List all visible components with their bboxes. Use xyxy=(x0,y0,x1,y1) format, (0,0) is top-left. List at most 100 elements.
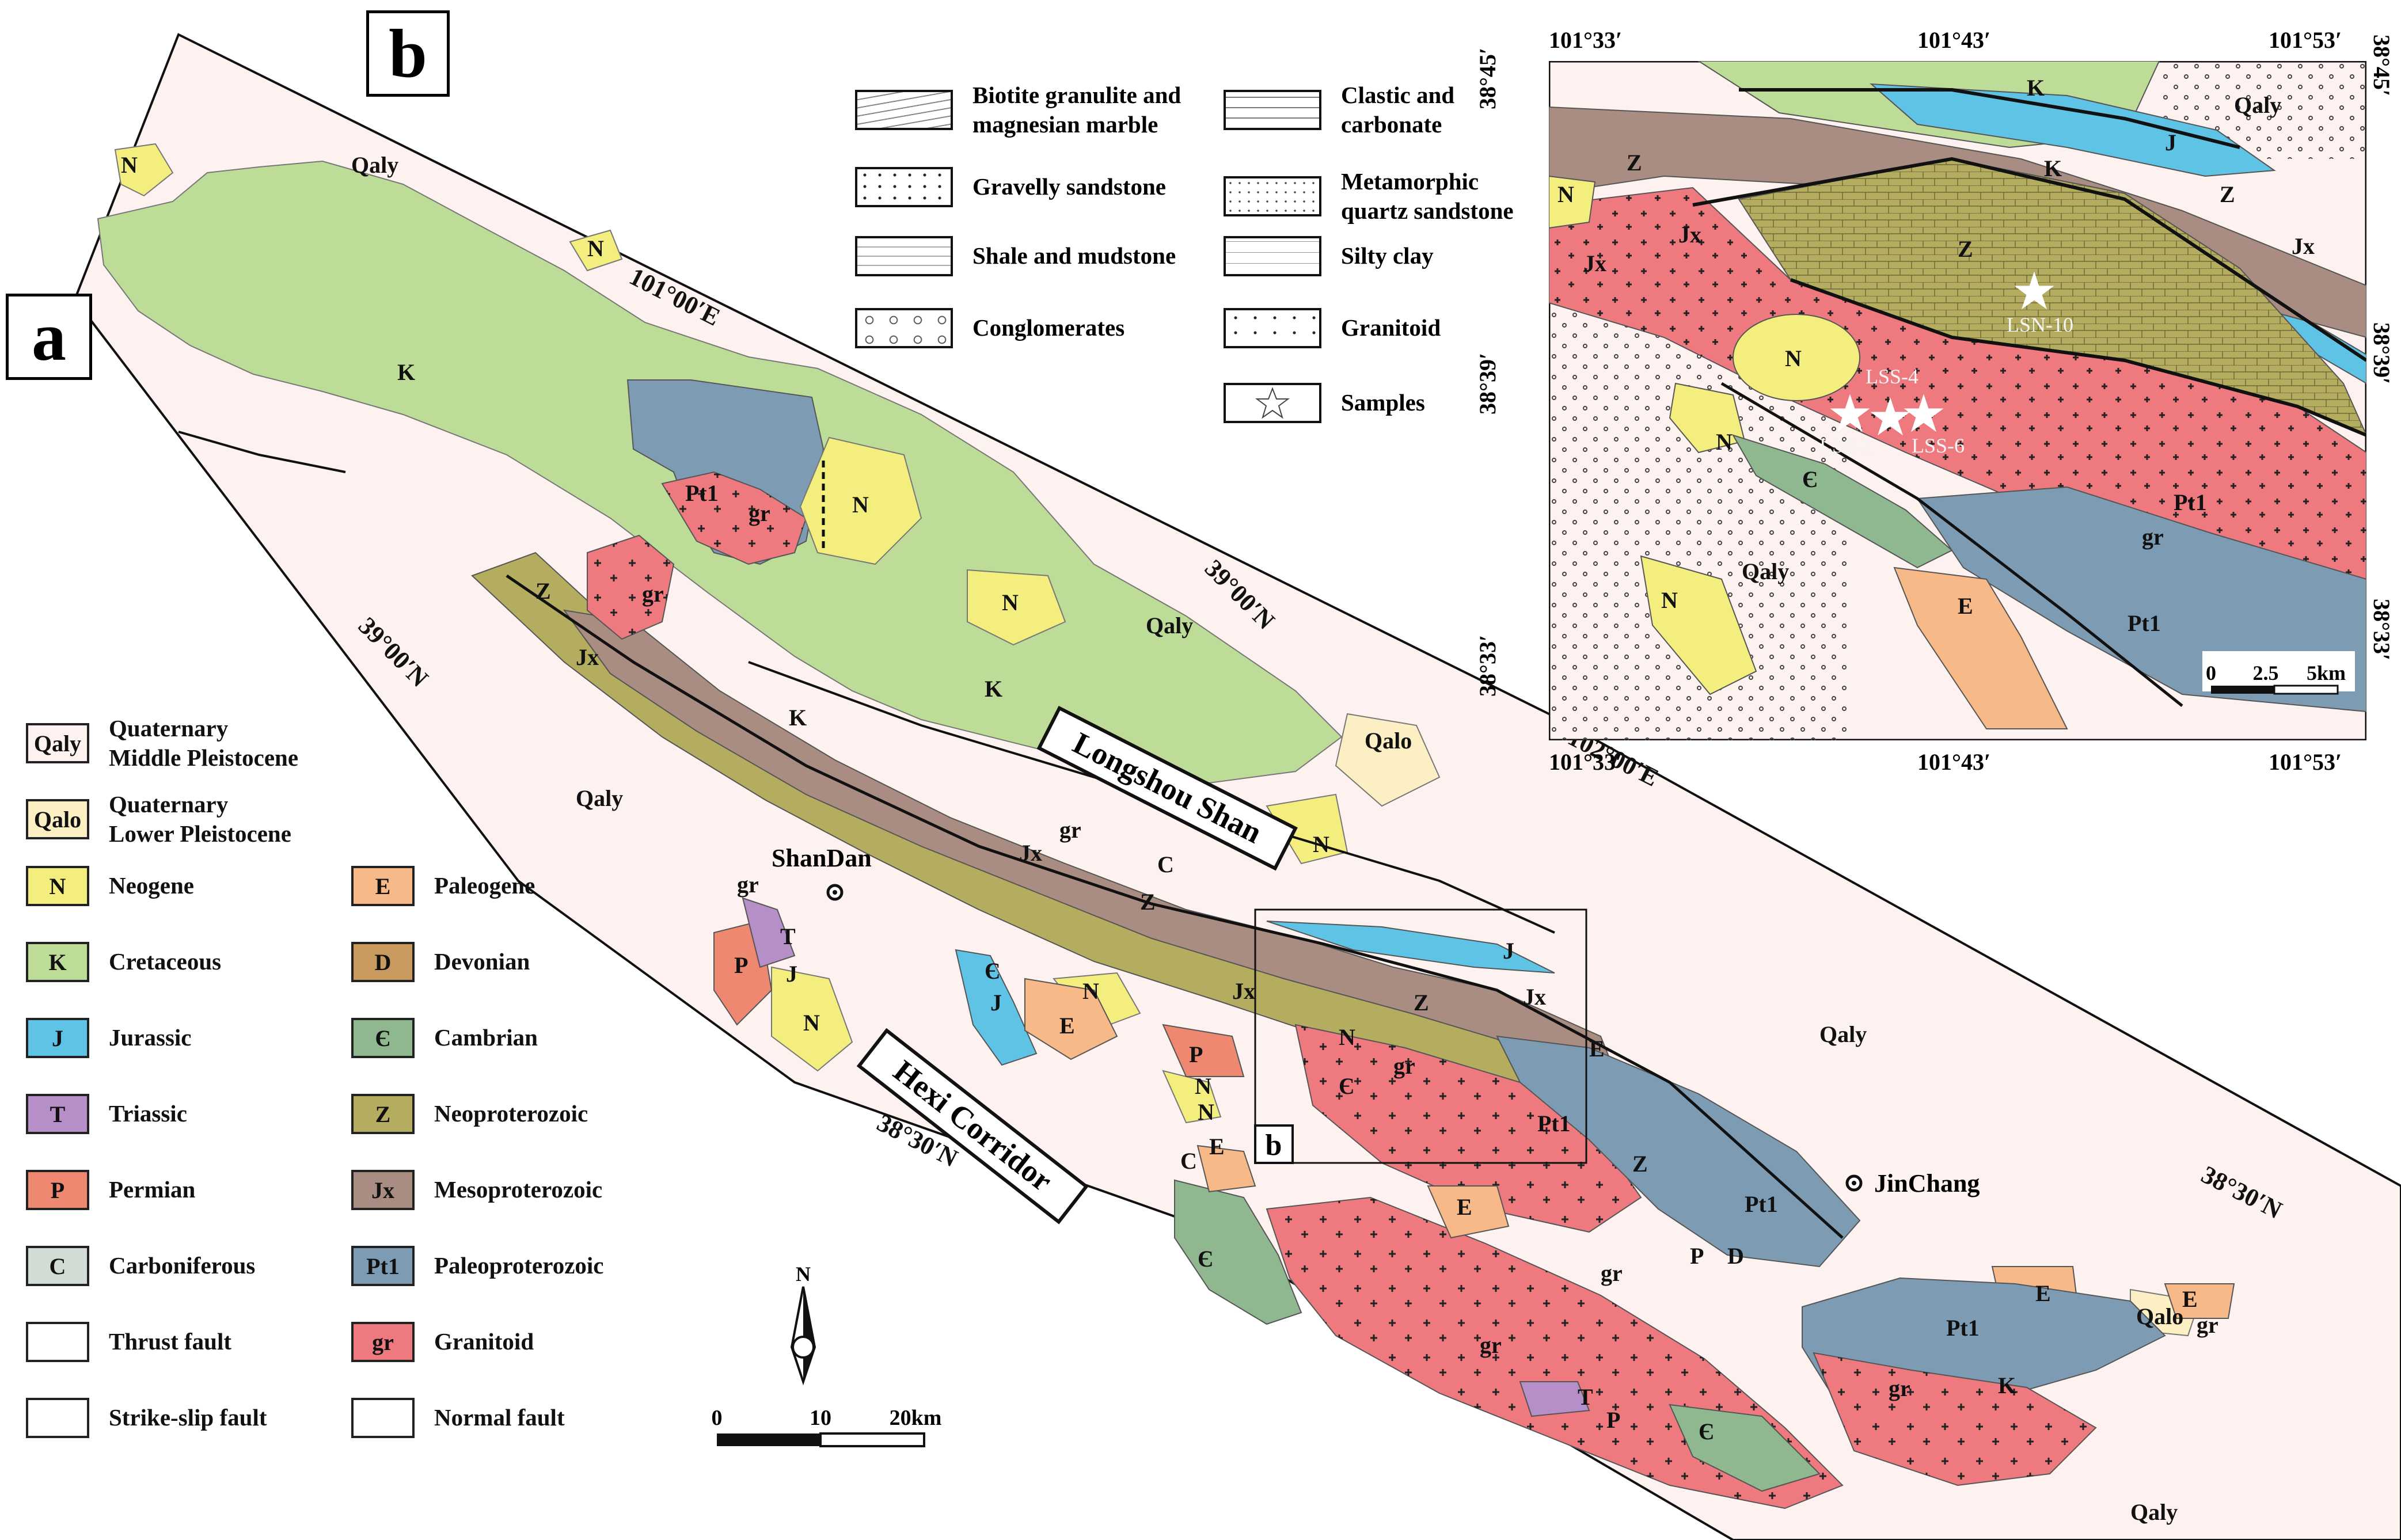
inset-bottom-lon-3: 101°53′ xyxy=(2269,749,2342,775)
unit-paleogene-5 xyxy=(1196,1144,1256,1193)
label-e-mid: E xyxy=(1059,1013,1075,1039)
inset-label-jx3: Jx xyxy=(2292,233,2315,259)
label-n-5: N xyxy=(1313,831,1329,857)
town-label-shandan: ShanDan xyxy=(772,844,872,872)
pattern-legend-label-granitoid-pat: Granitoid xyxy=(1341,314,1441,341)
legend-swatch-carboniferous: C xyxy=(26,1246,89,1286)
legend-swatch-neogene: N xyxy=(26,866,89,906)
inset-label-pt1: Pt1 xyxy=(2174,489,2207,515)
legend-label-granitoid: Granitoid xyxy=(434,1328,534,1355)
legend-label-carboniferous: Carboniferous xyxy=(109,1252,256,1279)
label-n-inbox: N xyxy=(1339,1024,1355,1050)
inset-scale-zero: 0 xyxy=(2206,661,2216,685)
pattern-legend-label-quartz: Metamorphic quartz sandstone xyxy=(1341,168,1514,225)
inset-unit-e xyxy=(1893,566,2068,729)
label-t-shandan: T xyxy=(780,923,796,949)
unit-neogene-n6 xyxy=(771,966,853,1072)
unit-triassic-1 xyxy=(742,897,796,968)
pattern-legend-label-samples: Samples xyxy=(1341,389,1425,416)
legend-swatch-thrust xyxy=(26,1322,89,1362)
unit-paleogene-4 xyxy=(2164,1283,2235,1319)
inset-thrust-2 xyxy=(1692,157,2366,362)
legend-label-cambrian: Cambrian xyxy=(434,1024,538,1051)
label-d-east: D xyxy=(1727,1243,1744,1269)
sample-star-lss4 xyxy=(1870,397,1910,436)
pattern-swatch-biotite xyxy=(855,90,953,131)
inset-label-n1: N xyxy=(1557,181,1574,207)
sample-label-lss4: LSS-4 xyxy=(1866,365,1918,388)
sample-label-lss6: LSS-6 xyxy=(1912,434,1965,457)
legend-swatch-cambrian: Є xyxy=(351,1018,415,1058)
label-p-shandan: P xyxy=(734,952,748,978)
label-e-sw: E xyxy=(1209,1134,1225,1159)
inset-scale-end: 5km xyxy=(2307,661,2346,685)
inset-label-e: E xyxy=(1958,593,1973,619)
label-gr-far-east: gr xyxy=(2197,1312,2218,1338)
inset-top-lon-3: 101°53′ xyxy=(2269,27,2342,53)
label-cm-sw: Є xyxy=(1198,1246,1213,1272)
inset-lat-right-2: 38°39′ xyxy=(2369,322,2395,385)
pattern-legend-label-clastic: Clastic and carbonate xyxy=(1341,82,1455,138)
legend-swatch-qalo: Qalo xyxy=(26,799,89,840)
inset-label-n2: N xyxy=(1785,345,1802,371)
legend-item-thrust: Thrust fault xyxy=(26,1322,231,1362)
unit-cambrian-sw xyxy=(1174,1179,1302,1325)
pattern-legend-item-conglomerates: Conglomerates xyxy=(855,308,1124,348)
label-c-mid: C xyxy=(1157,851,1174,877)
legend-label-strike-slip: Strike-slip fault xyxy=(109,1404,267,1431)
inset-unit-cm xyxy=(1731,434,1953,569)
inset-label-n4: N xyxy=(1661,587,1678,613)
label-n-6: N xyxy=(803,1010,820,1036)
inset-label-k1: K xyxy=(2027,75,2045,101)
label-qaly-3: Qaly xyxy=(576,785,623,811)
inset-label-qaly1: Qaly xyxy=(2234,92,2281,118)
inset-scale-mid: 2.5 xyxy=(2253,661,2279,685)
label-jx-inbox: Jx xyxy=(1523,984,1546,1010)
pattern-legend-item-granitoid-pat: Granitoid xyxy=(1224,308,1441,348)
scale-main-zero: 0 xyxy=(712,1406,723,1430)
legend-swatch-neoproterozoic: Z xyxy=(351,1094,415,1134)
inset-extent-box xyxy=(1254,908,1587,1164)
unit-neogene-n2 xyxy=(569,229,623,272)
label-gr-east2: gr xyxy=(1889,1375,1910,1401)
label-gr-south: gr xyxy=(1480,1332,1502,1358)
label-cm-south: Є xyxy=(1699,1419,1714,1444)
inset-bottom-lon-1: 101°33′ xyxy=(1549,749,1623,775)
panel-label-a: a xyxy=(6,294,92,380)
legend-swatch-paleogene: E xyxy=(351,866,415,906)
label-qalo-main: Qalo xyxy=(1365,728,1412,754)
label-pt-upper: Pt1 xyxy=(685,480,719,506)
legend-label-qaly: Quaternary Middle Pleistocene xyxy=(109,715,299,771)
label-n-1: N xyxy=(121,152,138,178)
legend-label-paleoproterozoic: Paleoproterozoic xyxy=(434,1252,604,1279)
unit-triassic-2 xyxy=(1519,1381,1590,1417)
label-p-east: P xyxy=(1690,1243,1704,1269)
label-pt-east: Pt1 xyxy=(1745,1191,1778,1217)
pattern-legend-item-clastic: Clastic and carbonate xyxy=(1224,81,1454,140)
pattern-legend-item-silty: Silty clay xyxy=(1224,236,1434,276)
legend-label-paleogene: Paleogene xyxy=(434,872,535,899)
pattern-swatch-silty xyxy=(1224,236,1321,276)
unit-neogene-n8 xyxy=(1162,1070,1222,1124)
label-k-east: K xyxy=(1998,1372,2016,1398)
legend-item-strike-slip: Strike-slip fault xyxy=(26,1398,267,1438)
pattern-legend-label-shale: Shale and mudstone xyxy=(972,242,1176,269)
inset-label-gr: gr xyxy=(2142,524,2164,550)
legend-label-neogene: Neogene xyxy=(109,872,195,899)
region-longshou-box xyxy=(1036,705,1298,871)
label-qaly-4: Qaly xyxy=(1819,1021,1867,1047)
legend-item-neoproterozoic: Z Neoproterozoic xyxy=(351,1094,588,1134)
label-c-sw: C xyxy=(1180,1148,1197,1174)
legend-label-neoproterozoic: Neoproterozoic xyxy=(434,1100,588,1127)
label-gr-shandan: gr xyxy=(737,872,759,898)
label-pt-inbox: Pt1 xyxy=(1537,1111,1571,1136)
label-qalo-east: Qalo xyxy=(2136,1303,2183,1329)
unit-neogene-n4 xyxy=(967,569,1066,646)
legend-label-permian: Permian xyxy=(109,1176,196,1203)
label-e-east: E xyxy=(1589,1036,1605,1062)
